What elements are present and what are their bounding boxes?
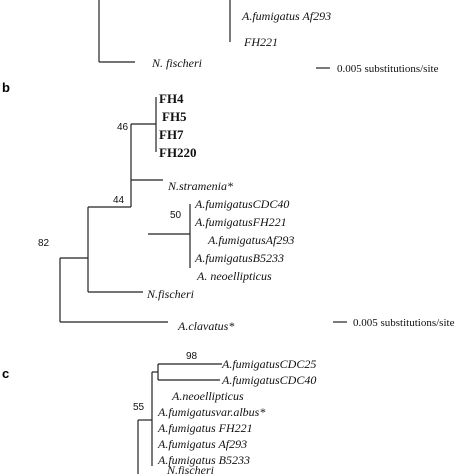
taxon-label: FH5: [162, 109, 187, 124]
taxon-label: FH220: [159, 145, 197, 160]
taxon-label: A.fumigatusCDC40: [221, 373, 316, 387]
taxon-label: N.fischeri: [166, 463, 214, 474]
taxon-label: FH221: [243, 35, 278, 49]
taxon-label: N.fischeri: [146, 287, 194, 301]
taxon-label: A.fumigatusAf293: [207, 233, 294, 247]
panel-c: c 98 55 A.fumigatusCDC25 A.fumigatusCDC4…: [2, 351, 316, 474]
panel-b: b 46 44 50 82 FH4 FH5 FH7 FH220 N.strame…: [2, 80, 455, 333]
taxon-label: A. neoellipticus: [196, 269, 272, 283]
bootstrap-value: 44: [113, 195, 125, 206]
bootstrap-value: 55: [133, 402, 145, 413]
taxon-label: A.clavatus*: [177, 319, 234, 333]
taxon-label: A.fumigatus FH221: [157, 421, 253, 435]
taxon-label: A.neoellipticus: [171, 389, 244, 403]
taxon-label: N. fischeri: [151, 56, 202, 70]
panel-letter: c: [2, 366, 9, 381]
bootstrap-value: 98: [186, 351, 198, 362]
bootstrap-value: 50: [170, 210, 182, 221]
taxon-label: A.fumigatus B5233: [157, 453, 250, 467]
panel-a: A.fumigatus Af293 FH221 N. fischeri 0.00…: [98, 0, 439, 75]
taxon-label: FH4: [159, 91, 184, 106]
bootstrap-value: 46: [117, 122, 129, 133]
taxon-label: A.fumigatusCDC40: [194, 197, 289, 211]
bootstrap-value: 82: [38, 238, 50, 249]
taxon-label: N.stramenia*: [167, 179, 233, 193]
scale-label: 0.005 substitutions/site: [353, 317, 455, 329]
taxon-label: A.fumigatus Af293: [157, 437, 247, 451]
taxon-label: A.fumigatusFH221: [194, 215, 287, 229]
panel-letter: b: [2, 80, 10, 95]
taxon-label: A.fumigatusCDC25: [221, 357, 316, 371]
taxon-label: A.fumigatusB5233: [194, 251, 284, 265]
scale-label: 0.005 substitutions/site: [337, 63, 439, 75]
taxon-label: A.fumigatus Af293: [241, 9, 331, 23]
taxon-label: FH7: [159, 127, 184, 142]
taxon-label: A.fumigatusvar.albus*: [157, 405, 265, 419]
